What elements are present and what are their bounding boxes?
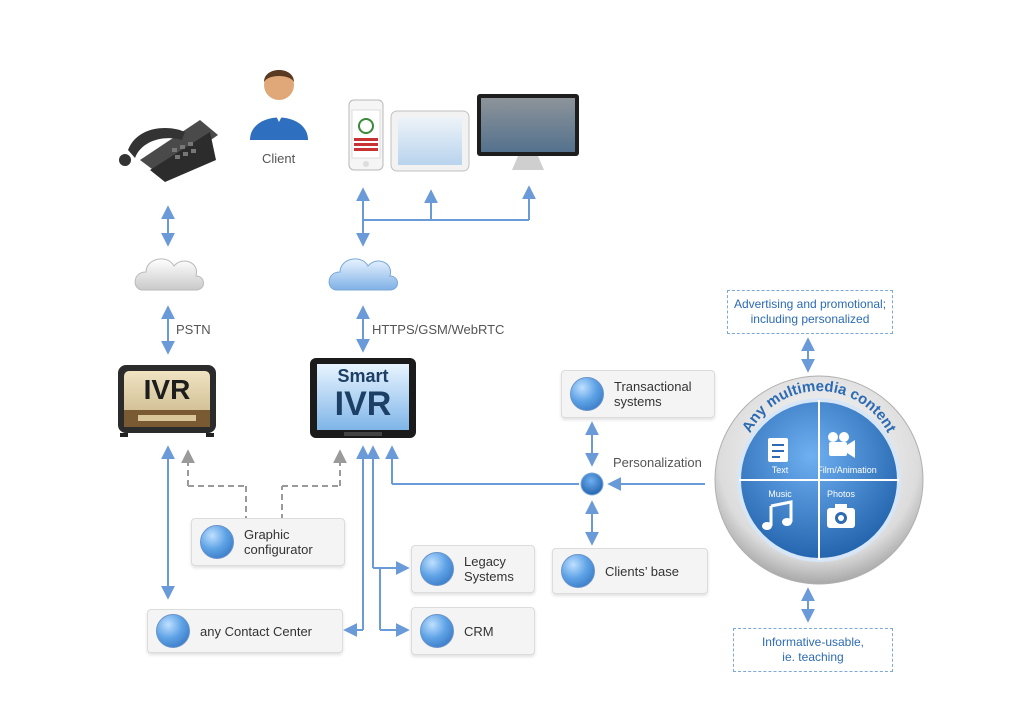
- transactional-systems-label: Transactional systems: [614, 379, 692, 409]
- crm-label: CRM: [464, 623, 494, 639]
- music-label: Music: [768, 489, 792, 499]
- advertising-content-box: Advertising and promotional; including p…: [727, 290, 893, 334]
- crm-box: CRM: [411, 607, 535, 655]
- configurator-dashed-lines: [181, 449, 347, 520]
- music-note-icon: [762, 500, 793, 530]
- text-label: Text: [772, 465, 789, 475]
- multimedia-disc: [714, 375, 924, 585]
- telephone-icon: [119, 120, 218, 182]
- legacy-systems-icon: [420, 552, 454, 586]
- graphic-configurator-label: Graphic configurator: [244, 527, 313, 557]
- monitor-icon: [477, 94, 579, 170]
- smart-ivr-label-bottom: IVR: [334, 385, 392, 423]
- internet-cloud-icon: [328, 258, 398, 291]
- contact-center-box: any Contact Center: [147, 609, 343, 653]
- film-camera-icon: [828, 432, 855, 458]
- contact-center-icon: [156, 614, 190, 648]
- text-icon: [768, 438, 788, 462]
- ivr-label: IVR: [143, 374, 191, 405]
- https-label: HTTPS/GSM/WebRTC: [372, 322, 505, 337]
- connector-lines: [161, 185, 815, 637]
- legacy-systems-label: Legacy Systems: [464, 554, 514, 584]
- pstn-label: PSTN: [176, 322, 211, 337]
- personalization-label: Personalization: [613, 455, 702, 470]
- clients-base-label: Clients’ base: [605, 563, 679, 579]
- transactional-systems-box: Transactional systems: [561, 370, 715, 418]
- photo-camera-icon: [827, 504, 855, 528]
- photos-label: Photos: [827, 489, 856, 499]
- film-label: Film/Animation: [817, 465, 877, 475]
- client-avatar-icon: [250, 70, 308, 140]
- smart-ivr-label-top: Smart: [337, 366, 389, 386]
- graphic-configurator-box: Graphic configurator: [191, 518, 345, 566]
- smart-ivr-icon: [310, 358, 416, 438]
- crm-icon: [420, 614, 454, 648]
- client-label: Client: [262, 151, 296, 166]
- transactional-systems-icon: [570, 377, 604, 411]
- smartphone-icon: [348, 99, 384, 171]
- personalization-node: [580, 472, 604, 496]
- pstn-cloud-icon: [134, 258, 204, 291]
- clients-base-box: Clients’ base: [552, 548, 708, 594]
- clients-base-icon: [561, 554, 595, 588]
- graphic-configurator-icon: [200, 525, 234, 559]
- contact-center-label: any Contact Center: [200, 623, 313, 639]
- ivr-radio-icon: [118, 365, 216, 437]
- legacy-systems-box: Legacy Systems: [411, 545, 535, 593]
- tablet-icon: [390, 110, 470, 172]
- informative-content-box: Informative-usable, ie. teaching: [733, 628, 893, 672]
